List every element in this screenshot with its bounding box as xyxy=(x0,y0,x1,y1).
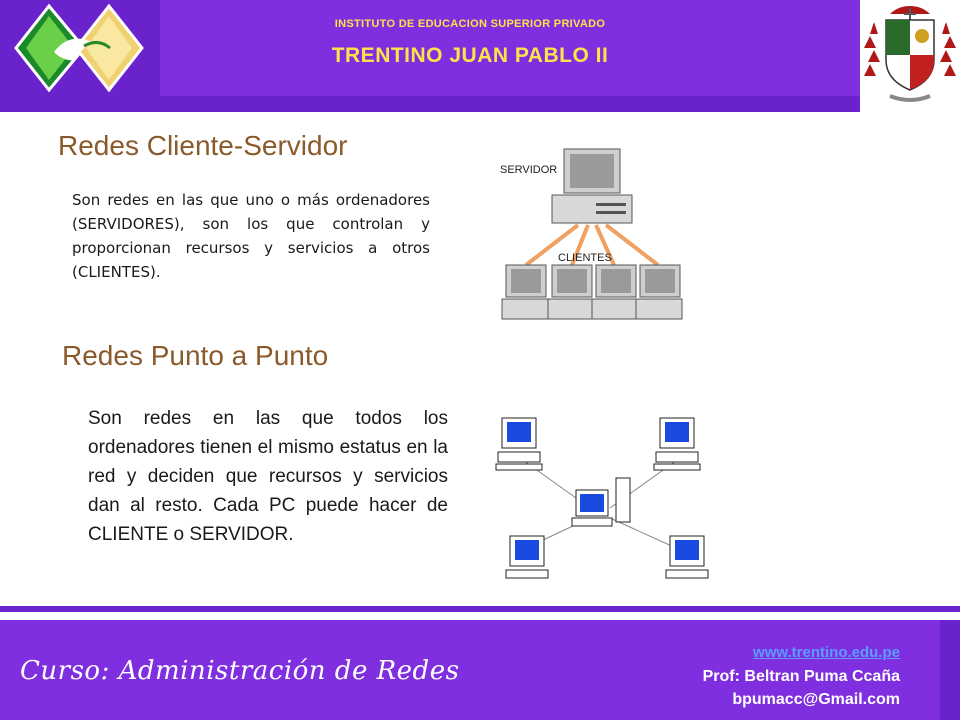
client-computer-icon xyxy=(635,264,683,320)
contact-email: bpumacc@Gmail.com xyxy=(732,691,900,708)
coat-of-arms-icon xyxy=(864,6,956,102)
peer-computer-icon xyxy=(571,477,631,527)
footer-divider xyxy=(0,606,960,612)
header-bar xyxy=(160,0,860,96)
header-band: INSTITUTO DE EDUCACION SUPERIOR PRIVADO … xyxy=(0,0,960,112)
footer-band: Curso: Administración de Redes www.trent… xyxy=(0,620,960,720)
client-computer-icon xyxy=(591,264,639,320)
peer-to-peer-diagram xyxy=(495,417,709,579)
header-separator xyxy=(0,112,960,116)
footer-bar: Curso: Administración de Redes www.trent… xyxy=(0,620,940,720)
peer-to-peer-description: Son redes en las que todos los ordenador… xyxy=(88,408,448,545)
client-server-diagram: SERVIDOR CLIENTES xyxy=(500,148,683,320)
course-title: Curso: Administración de Redes xyxy=(20,656,460,686)
crest-panel xyxy=(860,0,960,112)
institute-name: TRENTINO JUAN PABLO II xyxy=(331,44,609,67)
peer-computer-icon xyxy=(505,535,549,579)
server-label: SERVIDOR xyxy=(500,164,557,176)
client-computer-icon xyxy=(547,264,595,320)
institute-logo-icon xyxy=(14,3,144,93)
client-server-description: Son redes en las que uno o más ordenador… xyxy=(72,191,430,281)
peer-computer-icon xyxy=(653,417,701,471)
institute-line: INSTITUTO DE EDUCACION SUPERIOR PRIVADO xyxy=(334,18,606,30)
peer-computer-icon xyxy=(495,417,543,471)
peer-computer-icon xyxy=(665,535,709,579)
professor-name: Prof: Beltran Puma Ccaña xyxy=(702,668,900,685)
server-computer-icon xyxy=(551,148,633,224)
section-title-client-server: Redes Cliente-Servidor xyxy=(58,130,348,161)
clients-label: CLIENTES xyxy=(558,252,612,264)
client-computer-icon xyxy=(501,264,549,320)
website-link[interactable]: www.trentino.edu.pe xyxy=(753,644,900,661)
section-title-peer-to-peer: Redes Punto a Punto xyxy=(62,340,329,371)
